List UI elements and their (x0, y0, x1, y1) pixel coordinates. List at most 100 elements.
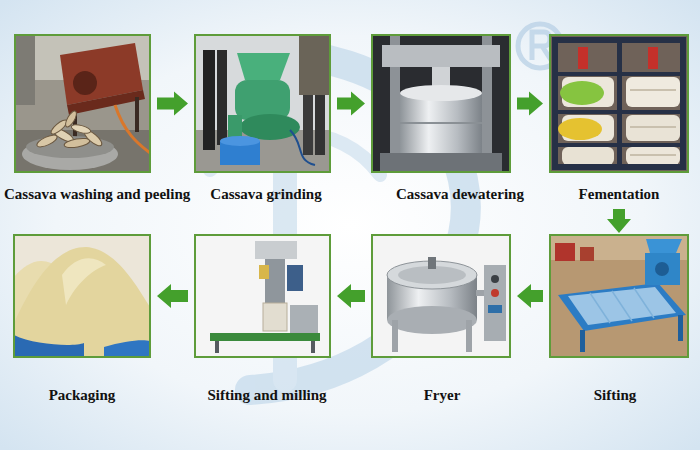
dewatering-photo-part (400, 85, 482, 101)
flour-photo-part (14, 335, 84, 357)
grinding-photo-part (217, 50, 227, 145)
photo-frames-part (372, 35, 510, 172)
step-caption: Sifting and milling (207, 386, 326, 404)
step-caption: Cassava dewatering (396, 185, 524, 203)
dewatering-photo-part (382, 45, 500, 67)
fermentation-photo-part (555, 143, 683, 147)
packing-machine-photo-part (311, 341, 315, 353)
flow-arrow (337, 284, 365, 308)
fryer-photo (372, 235, 510, 357)
step-caption: Cassava grinding (210, 185, 321, 203)
grinding-photo-part (315, 95, 325, 155)
sifting-photo-part (590, 288, 654, 323)
sifting-photo-part (550, 235, 688, 357)
fryer-photo-part (428, 257, 436, 269)
sifting-photo-part (655, 262, 669, 276)
washing-photo-part (15, 35, 150, 172)
fermentation-photo-part (626, 77, 680, 107)
flow-arrow (517, 92, 543, 116)
washing-photo-part (63, 109, 78, 128)
step-caption: Cassava washing and peeling (4, 185, 190, 203)
washing-photo-part (67, 90, 145, 115)
fermentation-photo-part (555, 40, 683, 167)
washing-photo (15, 35, 150, 172)
packing-machine-photo-part (210, 333, 320, 341)
sifting-photo-part (555, 243, 575, 261)
washing-photo-part (15, 130, 150, 172)
process-step: Cassava dewatering (372, 35, 510, 207)
sifting-photo-part (645, 253, 680, 285)
dewatering-photo-part (400, 122, 482, 124)
photo-frames-part (372, 235, 510, 357)
washing-photo-part (64, 137, 91, 149)
packing-machine-photo-part (255, 241, 297, 259)
washing-photo-part (15, 35, 35, 105)
flow-arrow (517, 284, 543, 308)
step-caption: Sifting (594, 386, 637, 404)
photo-frames-part (195, 35, 330, 172)
fermentation-photo-part (562, 147, 614, 165)
flow-arrow (157, 284, 188, 308)
grinding-photo-part (303, 95, 313, 155)
grinding-photo-part (228, 115, 242, 137)
fryer-photo-part (488, 305, 502, 313)
grinding-photo-part (203, 50, 215, 150)
process-step: Fryer (372, 235, 510, 408)
grinding-photo (195, 35, 330, 172)
dewatering-photo-part (400, 93, 482, 153)
grinding-photo-part (290, 130, 315, 165)
grinding-photo-part (195, 35, 330, 172)
fryer-photo-part (392, 320, 398, 352)
grinding-photo-part (299, 35, 330, 95)
flow-arrow (337, 92, 365, 116)
washing-photo-part (135, 97, 139, 132)
photo-frames-part (15, 35, 150, 172)
grinding-photo-part (235, 80, 290, 120)
washing-photo-part (70, 123, 91, 135)
process-step: Sifting (550, 235, 688, 408)
sifting-photo-part (568, 287, 676, 325)
step-caption: Packaging (49, 386, 116, 404)
flour-photo-part (14, 247, 150, 357)
fryer-photo-part (387, 306, 477, 334)
packing-machine-photo-part (290, 305, 318, 333)
fryer-photo-part (484, 265, 506, 341)
grinding-photo-part (237, 53, 290, 80)
dewatering-photo-part (372, 35, 510, 172)
washing-photo-part (35, 133, 58, 150)
process-step: Cassava grinding (195, 35, 330, 207)
step-caption: Fryer (424, 386, 461, 404)
packing-machine-photo (195, 235, 330, 357)
fryer-photo-part (491, 289, 499, 297)
process-step: Packaging (14, 235, 150, 408)
photo-frames-part (14, 235, 150, 357)
flour-photo-part (14, 235, 150, 357)
fermentation-photo-part (617, 40, 622, 167)
packing-machine-photo-part (263, 303, 287, 331)
washing-photo-part (73, 71, 97, 95)
sifting-photo (550, 235, 688, 357)
watermark-logo (210, 24, 562, 390)
fryer-photo-part (372, 235, 510, 357)
photo-frames-part (195, 235, 330, 357)
fryer-photo-part (466, 320, 472, 352)
grinding-photo-part (220, 136, 260, 146)
sifting-photo-part (580, 247, 594, 261)
photo-frames-part (550, 35, 688, 172)
fermentation-photo-part (550, 35, 688, 172)
photo-frames-part (550, 235, 688, 357)
fermentation-photo-part (648, 47, 658, 69)
step-caption: Fementation (579, 185, 660, 203)
flow-arrow (607, 209, 631, 233)
dewatering-photo (372, 35, 510, 172)
flour-photo (14, 235, 150, 357)
fermentation-photo-part (555, 72, 683, 76)
fryer-photo-part (491, 275, 499, 283)
process-step: Cassava washing and peeling (15, 35, 150, 207)
process-step: Fementation (550, 35, 688, 207)
